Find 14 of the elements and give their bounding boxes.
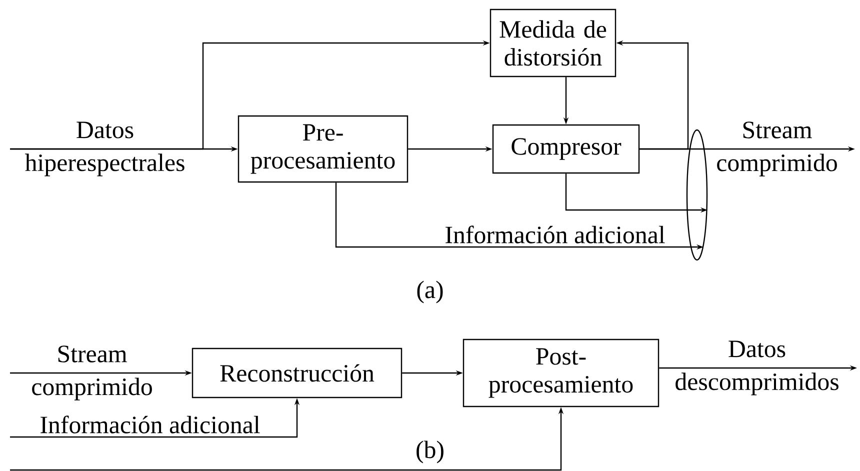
panel-label: (a) bbox=[417, 280, 443, 304]
bundle-ellipse bbox=[686, 129, 708, 261]
edge-label: Stream comprimido bbox=[32, 346, 152, 400]
edge-label: Información adicional bbox=[444, 224, 666, 244]
process-box: Pre- procesamiento bbox=[238, 115, 408, 183]
edge-label: Stream comprimido bbox=[717, 122, 837, 176]
process-box: Reconstrucción bbox=[192, 348, 402, 398]
process-box: Medida de distorsión bbox=[490, 8, 616, 78]
process-box: Post- procesamiento bbox=[462, 338, 660, 408]
edge-label: Datos descomprimidos bbox=[676, 340, 838, 396]
edge-label: Datos hiperespectrales bbox=[25, 122, 184, 176]
panel-label: (b) bbox=[416, 440, 444, 464]
edge-label: Información adicional bbox=[38, 414, 262, 434]
process-box: Compresor bbox=[492, 124, 640, 174]
